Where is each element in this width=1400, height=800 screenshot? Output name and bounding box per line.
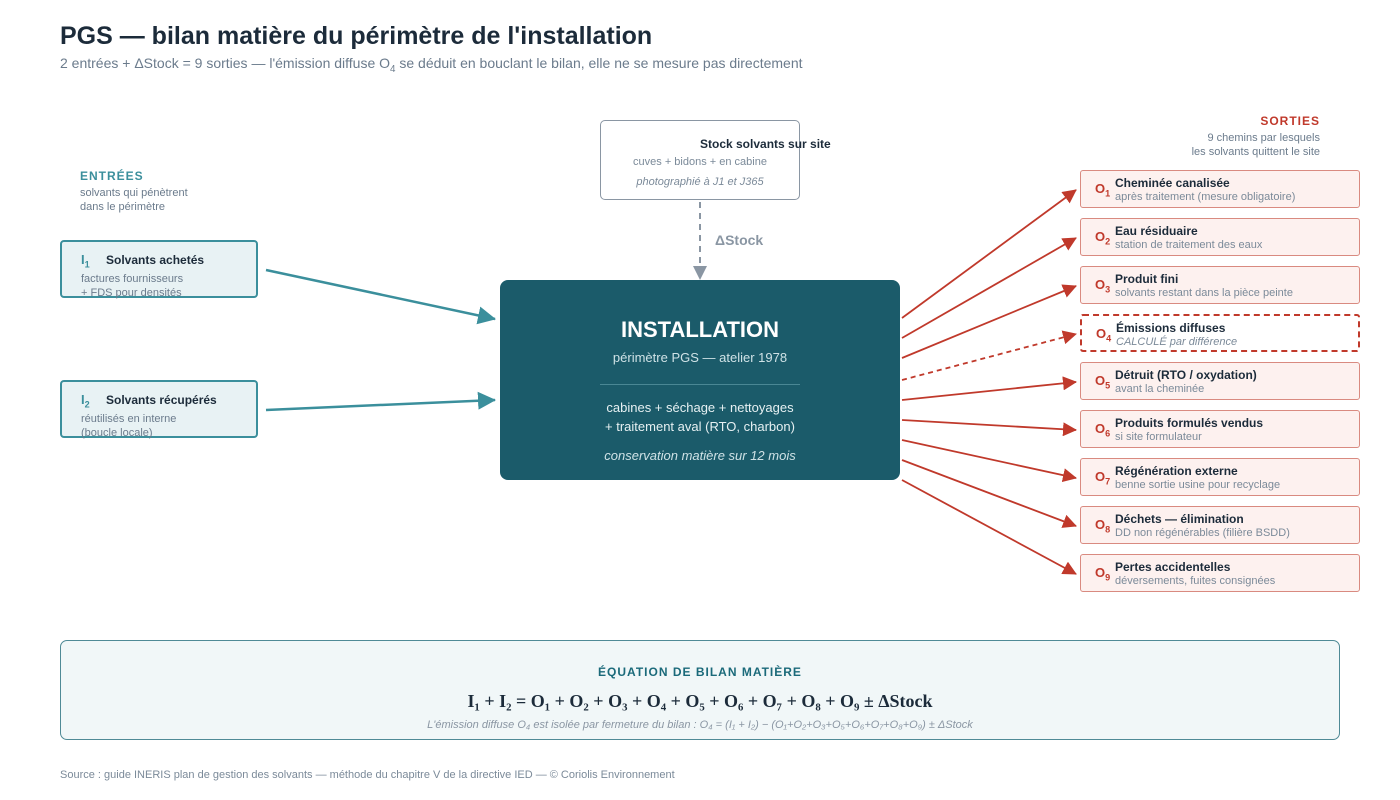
output-label: Émissions diffuses: [1116, 321, 1226, 335]
output-label: Produits formulés vendus: [1115, 416, 1264, 430]
equation-title: ÉQUATION DE BILAN MATIÈRE: [598, 665, 802, 679]
input-label: Solvants récupérés: [106, 393, 217, 407]
entrees-note-line-2: dans le périmètre: [80, 201, 165, 213]
source-footnote: Source : guide INERIS plan de gestion de…: [60, 769, 675, 781]
input-desc-line-1: réutilisés en interne: [81, 413, 177, 425]
arrow-to-o1: [901, 189, 1077, 319]
stock-box: Stock solvants sur site cuves + bidons +…: [600, 120, 831, 200]
sorties-note-line-1: 9 chemins par lesquels: [1207, 132, 1320, 144]
arrow-i2-to-installation: [265, 391, 496, 412]
output-label: Déchets — élimination: [1115, 512, 1244, 526]
entrees-title: ENTRÉES: [80, 169, 144, 183]
sorties-note-line-2: les solvants quittent le site: [1191, 146, 1320, 158]
output-box-o5: O5 Détruit (RTO / oxydation) avant la ch…: [1080, 362, 1360, 400]
output-box-o2: O2 Eau résiduaire station de traitement …: [1080, 218, 1360, 256]
output-code: O4: [1096, 326, 1112, 344]
output-desc: avant la cheminée: [1115, 383, 1205, 395]
output-label: Cheminée canalisée: [1115, 176, 1230, 190]
input-code: I1: [81, 252, 90, 270]
output-desc: DD non régénérables (filière BSDD): [1115, 527, 1290, 539]
installation-title: INSTALLATION: [620, 317, 780, 342]
equation-formula: I₁ + I₂ = O₁ + O₂ + O₃ + O₄ + O₅ + O₆ + …: [467, 691, 933, 711]
output-label: Détruit (RTO / oxydation): [1115, 368, 1257, 382]
stock-line-1: cuves + bidons + en cabine: [633, 156, 767, 168]
arrow-to-o8: [901, 459, 1077, 528]
output-box-o1: O1 Cheminée canalisée après traitement (…: [1080, 170, 1360, 208]
output-desc: station de traitement des eaux: [1115, 239, 1263, 251]
arrow-to-o9: [901, 479, 1077, 575]
output-code: O6: [1095, 421, 1111, 439]
arrow-to-o3: [901, 284, 1077, 359]
output-code: O2: [1095, 229, 1111, 247]
output-box-o7: O7 Régénération externe benne sortie usi…: [1080, 458, 1360, 496]
output-desc: si site formulateur: [1115, 431, 1202, 443]
page-subtitle: 2 entrées + ΔStock = 9 sorties — l'émiss…: [60, 55, 803, 75]
output-box-o8: O8 Déchets — élimination DD non régénéra…: [1080, 506, 1360, 544]
input-label: Solvants achetés: [106, 253, 205, 267]
page-title: PGS — bilan matière du périmètre de l'in…: [60, 22, 653, 50]
input-box-i1: I1 Solvants achetés factures fournisseur…: [60, 240, 258, 299]
subtitle-text-end: se déduit en bouclant le bilan, elle ne …: [395, 55, 803, 71]
installation-line-2: + traitement aval (RTO, charbon): [605, 419, 795, 434]
installation-line-3: conservation matière sur 12 mois: [604, 448, 796, 463]
arrow-to-o6: [901, 419, 1077, 437]
output-label: Régénération externe: [1115, 464, 1238, 478]
entrees-note: solvants qui pénètrent dans le périmètre: [80, 186, 188, 214]
output-desc: benne sortie usine pour recyclage: [1115, 479, 1281, 491]
installation-box: INSTALLATION périmètre PGS — atelier 197…: [500, 280, 900, 480]
input-desc-line-1: factures fournisseurs: [81, 273, 184, 285]
output-code: O3: [1095, 277, 1111, 295]
output-desc: solvants restant dans la pièce peinte: [1115, 287, 1293, 299]
subtitle-text-start: 2 entrées + ΔStock = 9 sorties — l'émiss…: [60, 55, 391, 71]
output-label: Produit fini: [1115, 272, 1179, 286]
sorties-note: 9 chemins par lesquels les solvants quit…: [1192, 131, 1320, 159]
input-box-i2: I2 Solvants récupérés réutilisés en inte…: [60, 380, 258, 439]
installation-line-1: cabines + séchage + nettoyages: [606, 400, 794, 415]
sorties-title: SORTIES: [1260, 114, 1320, 128]
output-code: O9: [1095, 565, 1111, 583]
output-code: O8: [1095, 517, 1111, 535]
stock-line-2: photographié à J1 et J365: [636, 176, 764, 188]
arrow-to-o7: [901, 439, 1077, 483]
subtitle-subscript: 4: [390, 63, 396, 75]
equation-panel: ÉQUATION DE BILAN MATIÈRE I₁ + I₂ = O₁ +…: [60, 640, 1340, 740]
delta-stock-label: ΔStock: [715, 232, 764, 248]
input-desc-line-2: + FDS pour densités: [81, 287, 182, 299]
arrow-to-o5: [901, 376, 1077, 401]
stock-title: Stock solvants sur site: [700, 137, 831, 151]
installation-subtitle: périmètre PGS — atelier 1978: [612, 350, 788, 365]
output-desc: CALCULÉ par différence: [1116, 336, 1238, 348]
output-label: Eau résiduaire: [1115, 224, 1198, 238]
output-box-o3: O3 Produit fini solvants restant dans la…: [1080, 266, 1360, 304]
arrow-i1-to-installation: [265, 268, 496, 325]
input-desc-line-2: (boucle locale): [81, 427, 153, 439]
arrow-to-o2: [901, 237, 1077, 339]
output-box-o6: O6 Produits formulés vendus si site form…: [1080, 410, 1360, 448]
output-box-o4: O4 Émissions diffuses CALCULÉ par différ…: [1080, 314, 1360, 352]
output-box-o9: O9 Pertes accidentelles déversements, fu…: [1080, 554, 1360, 592]
arrow-to-o4: [901, 330, 1077, 381]
input-code: I2: [81, 392, 90, 410]
equation-note: L'émission diffuse O₄ est isolée par fer…: [427, 719, 973, 731]
output-code: O7: [1095, 469, 1111, 487]
output-code: O1: [1095, 181, 1111, 199]
output-desc: déversements, fuites consignées: [1115, 575, 1276, 587]
entrees-note-line-1: solvants qui pénètrent: [80, 187, 188, 199]
output-label: Pertes accidentelles: [1115, 560, 1231, 574]
installation-divider: [600, 384, 800, 385]
output-code: O5: [1095, 373, 1111, 391]
output-desc: après traitement (mesure obligatoire): [1115, 191, 1296, 203]
